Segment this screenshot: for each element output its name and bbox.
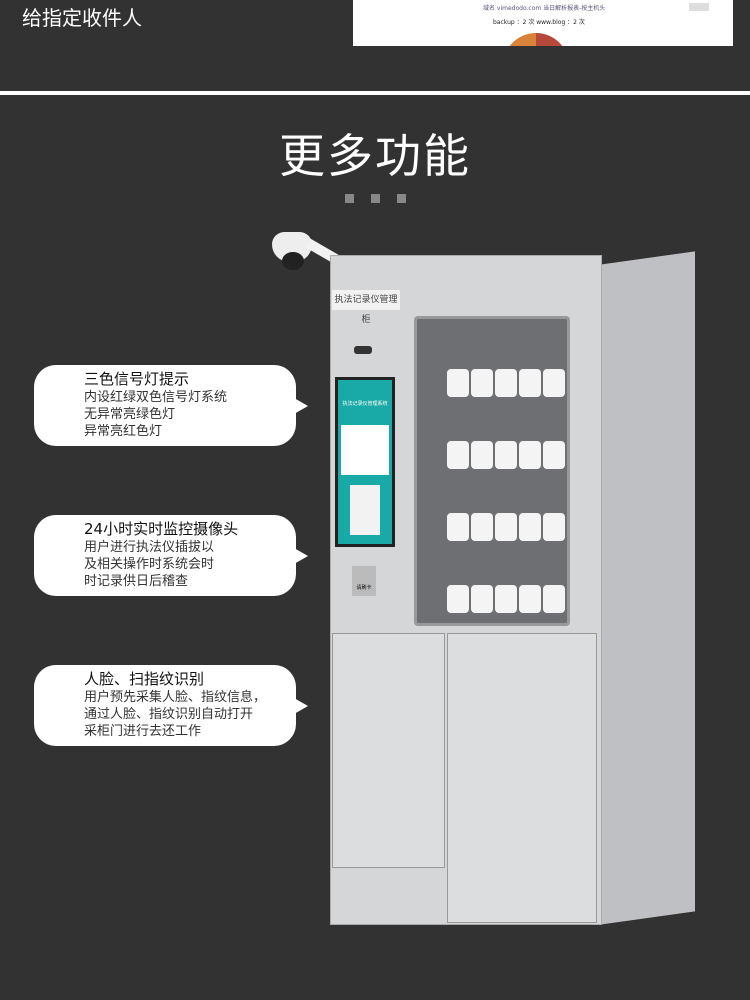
callout-title: 人脸、扫指纹识别 <box>84 670 205 688</box>
card-reader[interactable]: 请刷卡 <box>352 566 376 596</box>
lower-door-left <box>332 633 445 868</box>
decor-dots <box>345 194 406 203</box>
section-title: 更多功能 <box>279 129 471 183</box>
recorder-slot <box>471 441 493 469</box>
report-title: 域名 vimedodo.com 当日解析报表-按主机头 <box>483 5 606 12</box>
recorder-slot <box>447 441 469 469</box>
recorder-slot <box>495 369 517 397</box>
recorder-slot <box>519 585 541 613</box>
recorder-slot <box>495 513 517 541</box>
callout-camera: 24小时实时监控摄像头 用户进行执法仪插拔以 及相关操作时系统会时 时记录供日后… <box>34 515 308 596</box>
callout-line: 无异常亮绿色灯 <box>84 407 176 422</box>
callout-line: 用户进行执法仪插拔以 <box>84 540 215 555</box>
report-buttons <box>689 3 709 11</box>
callout-title: 24小时实时监控摄像头 <box>84 520 239 538</box>
lower-door-right <box>447 633 597 923</box>
report-legend: backup ：2 次 www.blog ：2 次 <box>493 19 585 26</box>
recorder-slot <box>471 513 493 541</box>
recorder-slot <box>471 369 493 397</box>
recorder-slot <box>543 513 565 541</box>
header-text: 给指定收件人 <box>22 6 142 30</box>
pie-chart <box>503 33 569 46</box>
callout-line: 用户预先采集人脸、指纹信息， <box>84 690 267 705</box>
recorder-slot <box>471 585 493 613</box>
callout-line: 通过人脸、指纹识别自动打开 <box>84 707 254 722</box>
recorder-slot <box>495 441 517 469</box>
recorder-slot <box>519 441 541 469</box>
recorder-slot <box>447 369 469 397</box>
screen-keypad[interactable] <box>350 485 380 535</box>
screen-title: 执法记录仪管理系统 <box>342 401 388 407</box>
screen-table <box>341 425 389 475</box>
recorder-slot <box>519 369 541 397</box>
callout-line: 时记录供日后稽查 <box>84 574 189 589</box>
recorder-slot <box>543 585 565 613</box>
touch-screen[interactable]: 执法记录仪管理系统 <box>335 377 395 547</box>
recorder-slot <box>519 513 541 541</box>
callout-line: 采柜门进行去还工作 <box>84 724 202 739</box>
callout-line: 及相关操作时系统会时 <box>84 557 215 572</box>
callout-line: 内设红绿双色信号灯系统 <box>84 390 228 405</box>
recorder-slot <box>543 369 565 397</box>
callout-line: 异常亮红色灯 <box>84 424 163 439</box>
signal-light <box>354 346 372 354</box>
callout-title: 三色信号灯提示 <box>84 370 190 388</box>
glass-door <box>414 316 570 626</box>
recorder-slot <box>447 585 469 613</box>
recorder-slot <box>495 585 517 613</box>
recorder-slot <box>447 513 469 541</box>
camera-icon <box>272 230 362 280</box>
cabinet-label: 执法记录仪管理柜 <box>332 290 400 325</box>
report-screenshot: 域名 vimedodo.com 当日解析报表-按主机头 backup ：2 次 … <box>353 0 733 46</box>
divider <box>0 91 750 95</box>
callout-signal-light: 三色信号灯提示 内设红绿双色信号灯系统 无异常亮绿色灯 异常亮红色灯 <box>34 365 308 446</box>
recorder-slot <box>543 441 565 469</box>
callout-face-fingerprint: 人脸、扫指纹识别 用户预先采集人脸、指纹信息， 通过人脸、指纹识别自动打开 采柜… <box>34 665 308 746</box>
